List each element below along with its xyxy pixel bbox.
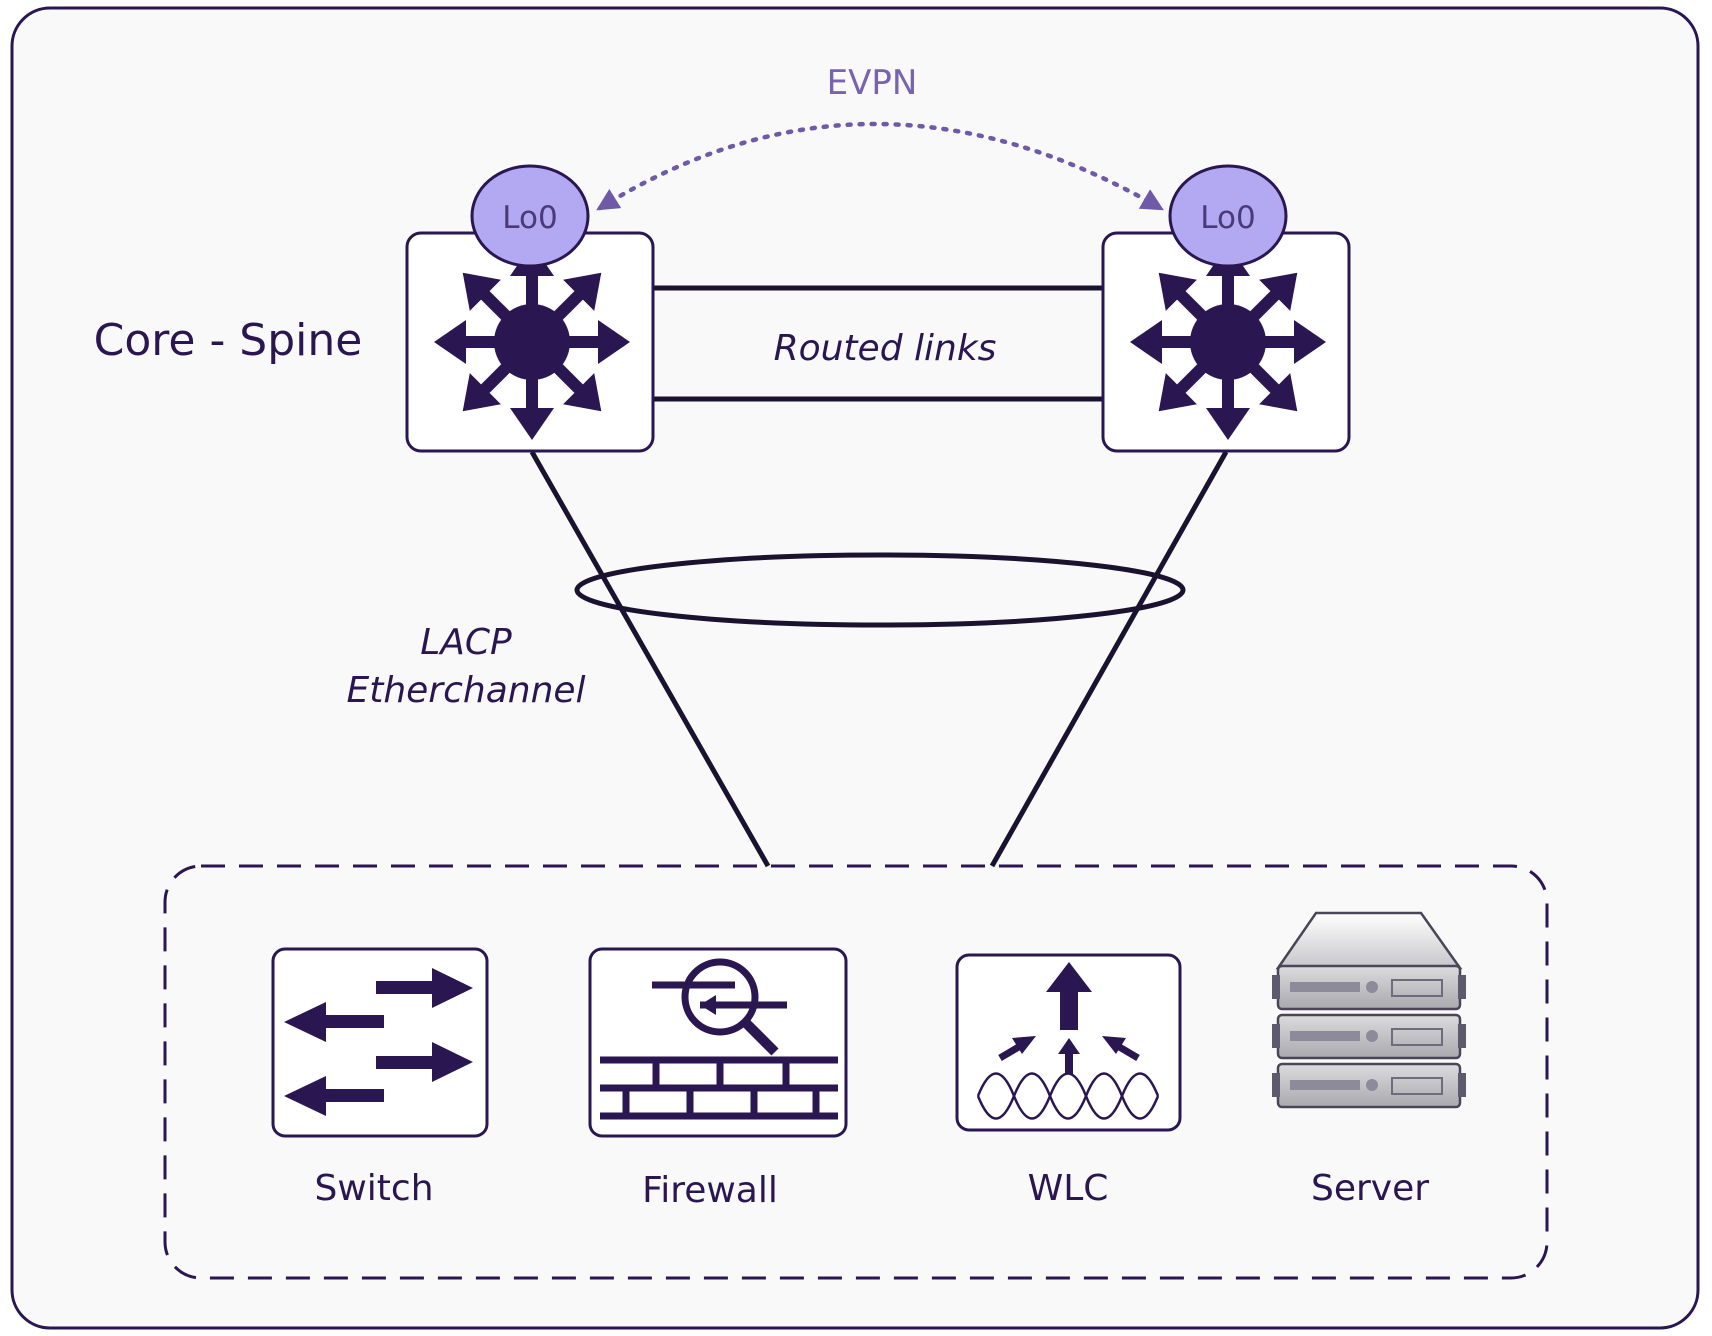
loopback-left-label: Lo0 [502,200,557,236]
lacp-label-line2: Etherchannel [346,670,585,711]
loopback-right-label: Lo0 [1200,200,1255,236]
outer-frame [10,6,1700,1330]
device-label: Switch [314,1168,433,1209]
evpn-session-arc [596,121,1164,211]
device-switch: Switch [271,947,489,1209]
layer-label: Core - Spine [94,315,363,366]
server-icon [1272,911,1466,1109]
uplink-right [989,450,1229,868]
spine-switch-right: Lo0 [1101,164,1351,453]
layer3-switch-icon [1130,244,1326,440]
device-label: Server [1311,1168,1429,1209]
device-wlc: WLC [955,953,1182,1209]
lacp-etherchannel-ellipse [574,552,1186,628]
loopback-left [470,164,590,268]
access-device-group [163,864,1549,1280]
wave-pattern [976,1072,1160,1120]
firewall-icon [588,947,848,1138]
evpn-label: EVPN [827,63,918,103]
layer3-switch-icon [434,244,630,440]
loopback-right [1168,164,1288,268]
device-firewall: Firewall [588,947,848,1211]
device-label: Firewall [642,1170,778,1211]
device-label: WLC [1028,1168,1109,1209]
routed-links-label: Routed links [774,328,997,369]
uplink-left [529,450,771,868]
lacp-label-line1: LACP [420,622,512,663]
spine-switch-left: Lo0 [405,164,655,453]
device-server: Server [1272,911,1466,1209]
switch-icon [271,947,489,1138]
wlc-icon [955,953,1182,1132]
